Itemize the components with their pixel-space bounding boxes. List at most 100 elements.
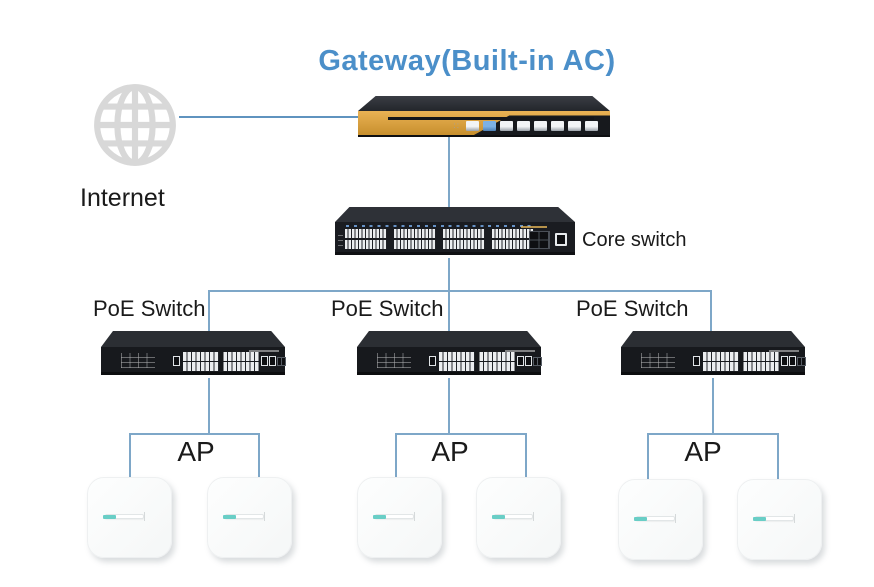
uplink-port-icon <box>517 356 524 366</box>
poe-port-row <box>439 362 515 371</box>
internet-label: Internet <box>80 184 165 212</box>
ap-bracket-right <box>647 433 778 435</box>
core-switch-left-marks <box>338 231 343 246</box>
internet-gateway-line <box>179 116 360 118</box>
uplink-port-icon <box>781 356 788 366</box>
ap-status-led <box>222 514 236 519</box>
ap-bracket-right-drop-1 <box>647 433 649 479</box>
poe-switch-device-3 <box>621 331 806 381</box>
access-point-device <box>737 479 822 560</box>
gateway-core-line <box>448 137 450 208</box>
poe-led-block <box>641 353 675 368</box>
poe-switch-front-face <box>101 347 286 375</box>
poe-switch-top-face <box>621 331 805 347</box>
uplink-port-icon <box>789 356 796 366</box>
poe-switch-print <box>505 350 535 352</box>
gateway-device: :: <box>358 96 610 139</box>
core-switch-led-strip <box>346 225 532 227</box>
ethernet-port-icon <box>173 356 180 366</box>
distribution-drop-right <box>710 290 712 333</box>
access-point-device <box>87 477 172 558</box>
access-point-device <box>618 479 703 560</box>
uplink-port-icon <box>525 356 532 366</box>
ap-bracket-left-drop-2 <box>258 433 260 477</box>
ap-seam <box>794 513 796 523</box>
sfp-port-icon <box>801 357 806 366</box>
ap-bracket-middle <box>395 433 526 435</box>
poe-port-row <box>703 352 779 361</box>
ap-status-led <box>372 514 386 519</box>
core-switch-print <box>521 226 547 228</box>
poe-port-row <box>183 362 259 371</box>
diagram-title: Gateway(Built-in AC) <box>318 45 616 77</box>
ap-bracket-left <box>129 433 259 435</box>
internet-globe-icon <box>94 84 176 166</box>
ethernet-port-icon <box>551 121 564 131</box>
poe-switch-front-face <box>357 347 542 375</box>
gateway-ports: :: <box>454 121 598 131</box>
access-point-device <box>357 477 442 558</box>
ethernet-port-icon <box>466 121 479 131</box>
core-switch-port-row <box>345 229 534 238</box>
core-switch-port-row <box>345 240 534 249</box>
ap-bracket-middle-drop-2 <box>525 433 527 477</box>
poe-switch-device-2 <box>357 331 542 381</box>
poe-switch-label-3: PoE Switch <box>576 296 689 321</box>
poe-ap-line-left <box>208 378 210 433</box>
ap-status-led <box>752 516 766 521</box>
core-switch-top-face <box>335 207 575 222</box>
gateway-stripe <box>388 117 594 120</box>
ap-status-led <box>102 514 116 519</box>
ap-seam <box>675 513 677 523</box>
poe-switch-print <box>769 350 799 352</box>
sfp-port-icon <box>537 357 542 366</box>
ap-seam <box>533 511 535 521</box>
ethernet-port-icon <box>429 356 436 366</box>
ap-status-led <box>491 514 505 519</box>
ethernet-port-icon <box>568 121 581 131</box>
poe-switch-top-face <box>357 331 541 347</box>
usb-port-icon <box>483 121 496 131</box>
access-point-device <box>476 477 561 558</box>
uplink-port-icon <box>269 356 276 366</box>
distribution-drop-middle <box>448 290 450 333</box>
gateway-front-face: :: <box>358 111 610 137</box>
poe-switch-print <box>249 350 279 352</box>
ap-status-led <box>633 516 647 521</box>
uplink-port-icon <box>261 356 268 366</box>
poe-switch-label-1: PoE Switch <box>93 296 206 321</box>
core-switch-label: Core switch <box>582 229 687 251</box>
ethernet-port-icon <box>534 121 547 131</box>
ap-bracket-left-drop-1 <box>129 433 131 477</box>
core-switch-device <box>335 207 575 258</box>
gateway-top-face <box>358 96 610 111</box>
poe-switch-label-2: PoE Switch <box>331 296 444 321</box>
uplink-port-icon <box>555 233 567 246</box>
sfp-ports-icon <box>529 231 550 249</box>
poe-port-row <box>439 352 515 361</box>
core-distribution-line <box>448 258 450 291</box>
ap-seam <box>264 511 266 521</box>
poe-ap-line-middle <box>448 378 450 433</box>
distribution-bus-line <box>208 290 711 292</box>
ap-seam <box>414 511 416 521</box>
core-switch-front-face <box>335 222 575 255</box>
ethernet-port-icon <box>500 121 513 131</box>
poe-led-block <box>377 353 411 368</box>
ap-group-label-2: AP <box>431 436 469 467</box>
ap-seam <box>144 511 146 521</box>
poe-switch-top-face <box>101 331 285 347</box>
ap-bracket-right-drop-2 <box>777 433 779 479</box>
ethernet-port-icon <box>517 121 530 131</box>
poe-port-row <box>183 352 259 361</box>
sfp-port-icon <box>281 357 286 366</box>
ap-bracket-middle-drop-1 <box>395 433 397 477</box>
ap-group-label-1: AP <box>177 436 215 467</box>
poe-led-block <box>121 353 155 368</box>
ethernet-port-icon <box>585 121 598 131</box>
ap-group-label-3: AP <box>684 436 722 467</box>
poe-port-row <box>703 362 779 371</box>
distribution-drop-left <box>208 290 210 333</box>
gateway-led-dots: :: <box>453 121 460 130</box>
